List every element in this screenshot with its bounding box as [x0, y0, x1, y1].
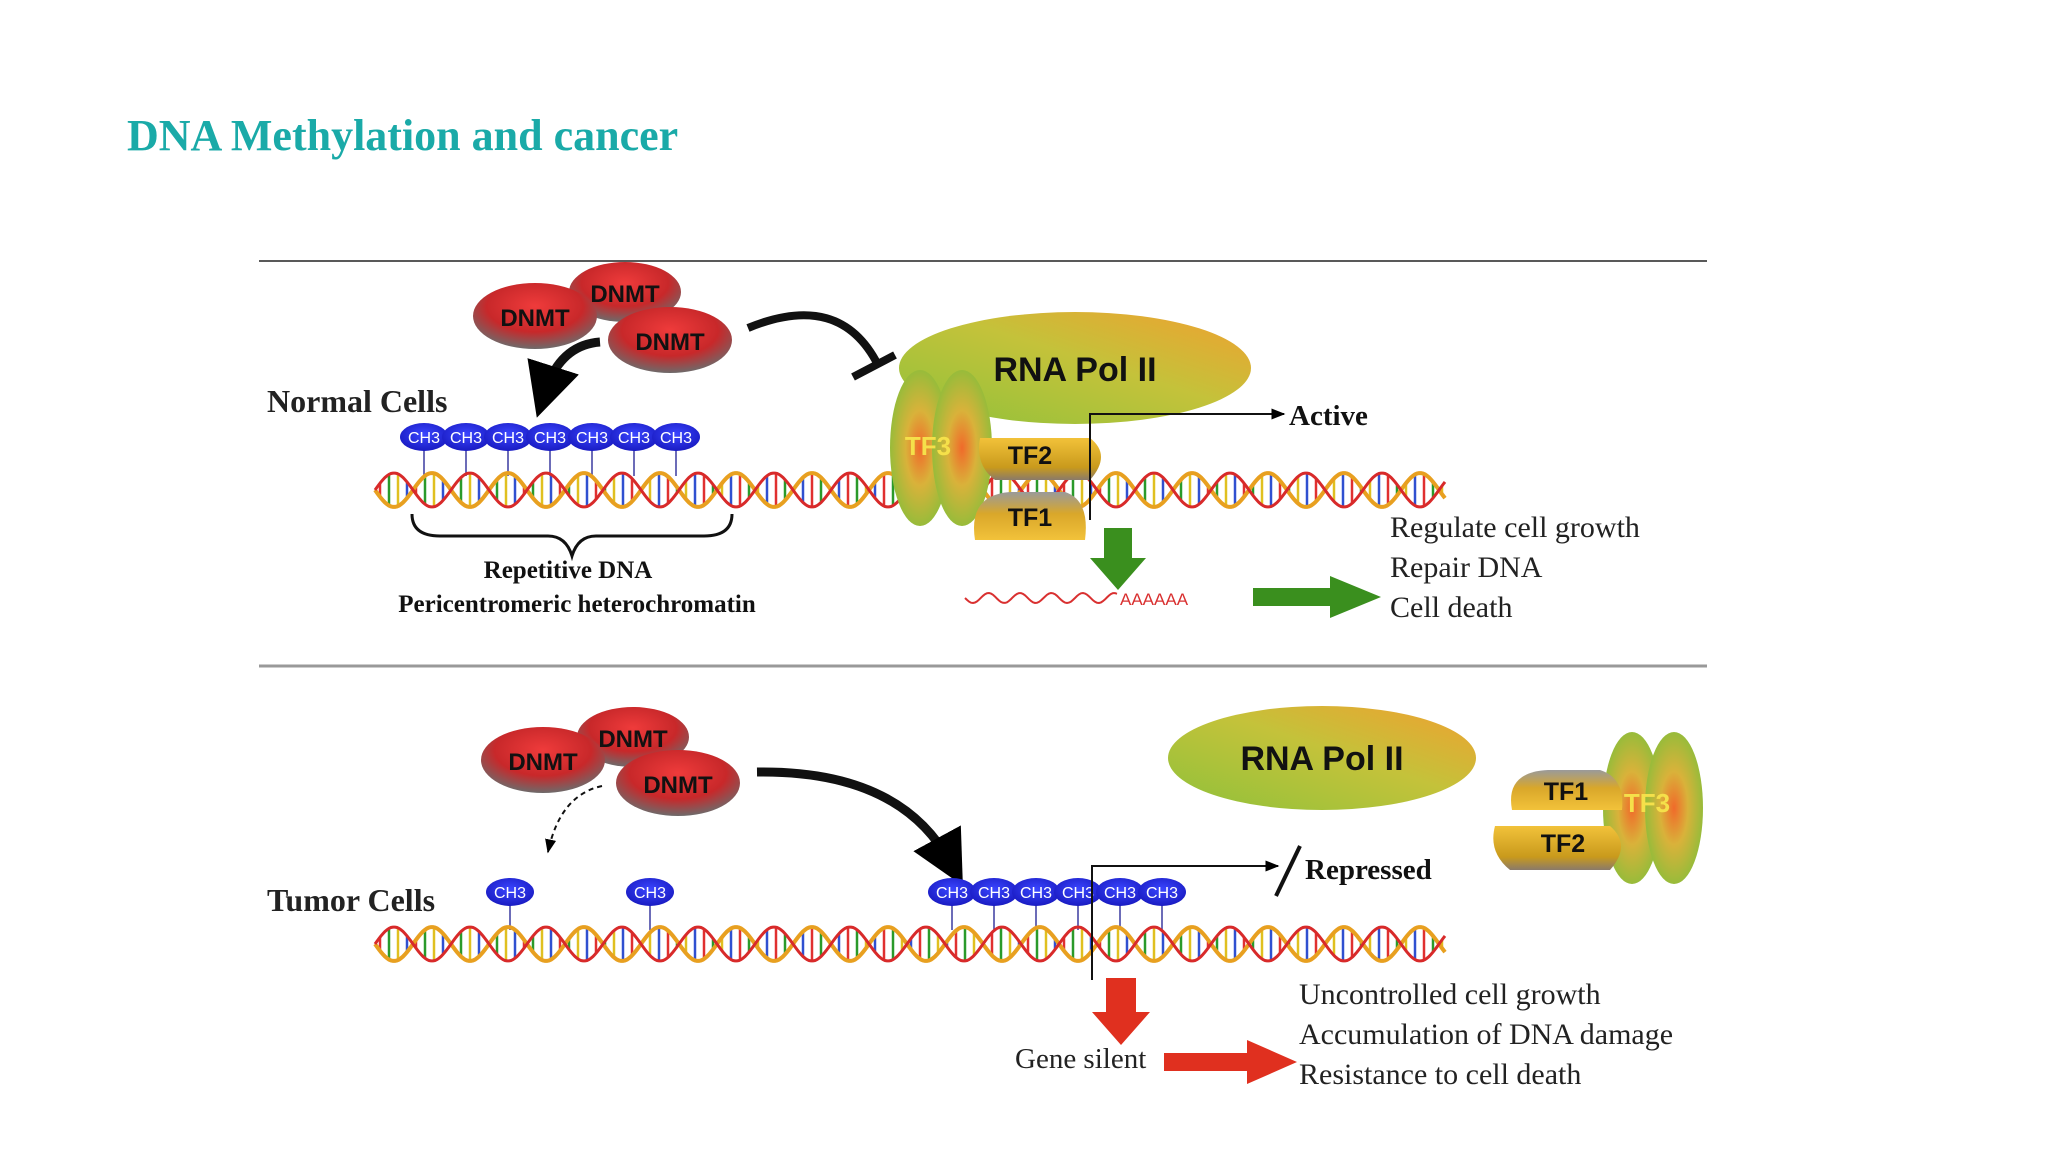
methyl-label: CH3	[936, 885, 968, 902]
tumor-cells-label: Tumor Cells	[267, 882, 435, 918]
tf1-label: TF1	[1544, 778, 1589, 806]
tf3-shape	[890, 370, 950, 526]
methyl-label: CH3	[1104, 885, 1136, 902]
tumor-methyl-promoter: CH3 CH3 CH3 CH3 CH3 CH3	[928, 878, 1186, 930]
methyl-label: CH3	[492, 430, 524, 447]
pericentromeric-label: Pericentromeric heterochromatin	[398, 591, 756, 618]
methyl-group	[1012, 878, 1060, 906]
methyl-label: CH3	[408, 430, 440, 447]
inhibition-bar	[851, 351, 897, 381]
repressed-transcription-arrow	[1091, 860, 1280, 980]
mrna-strand	[964, 591, 1118, 605]
rna-pol-ii-label: RNA Pol II	[1240, 740, 1403, 778]
repressed-label: Repressed	[1305, 854, 1432, 886]
methyl-group	[568, 423, 616, 451]
methyl-group	[610, 423, 658, 451]
dnmt-label: DNMT	[598, 726, 668, 753]
methyl-label: CH3	[660, 430, 692, 447]
methyl-group	[1138, 878, 1186, 906]
hypermethylation-arrow	[756, 767, 963, 886]
tumor-outcome: Uncontrolled cell growth	[1299, 978, 1601, 1011]
methyl-group	[1054, 878, 1102, 906]
slide-title: DNA Methylation and cancer	[127, 111, 679, 160]
tumor-outcome: Accumulation of DNA damage	[1299, 1018, 1673, 1051]
normal-cells-label: Normal Cells	[267, 383, 447, 419]
methyl-label: CH3	[534, 430, 566, 447]
methyl-label: CH3	[618, 430, 650, 447]
mrna-poly-a: AAAAAA	[1120, 590, 1189, 609]
tumor-outcome: Resistance to cell death	[1299, 1058, 1581, 1091]
dnmt-label: DNMT	[635, 329, 705, 356]
active-transcription-arrow	[1089, 408, 1286, 520]
tf3-label: TF3	[1624, 788, 1670, 818]
methyl-label: CH3	[1020, 885, 1052, 902]
tf3-label: TF3	[905, 431, 951, 461]
repressed-block-mark	[1274, 845, 1302, 897]
tf3-shape	[1645, 732, 1703, 884]
dnmt-label: DNMT	[508, 749, 578, 776]
dna-strand	[373, 925, 1447, 963]
methyl-group	[1096, 878, 1144, 906]
methyl-group	[970, 878, 1018, 906]
transcription-down-arrow	[1090, 528, 1146, 590]
methyl-label: CH3	[450, 430, 482, 447]
tf1-shape	[974, 492, 1086, 540]
rna-pol-ii	[899, 312, 1251, 424]
tf2-label: TF2	[1008, 442, 1052, 470]
dnmt-label: DNMT	[643, 772, 713, 799]
repetitive-dna-label: Repetitive DNA	[484, 557, 653, 584]
normal-methyl-row: CH3 CH3 CH3 CH3 CH3 CH3 CH3	[400, 423, 700, 476]
methyl-label: CH3	[494, 885, 526, 902]
tf3-shape	[932, 370, 992, 526]
methyl-label: CH3	[1146, 885, 1178, 902]
tumor-methyl-sparse: CH3 CH3	[486, 878, 674, 930]
methyl-group	[400, 423, 448, 451]
normal-dnmt-cluster: DNMT DNMT DNMT	[473, 262, 732, 373]
methyl-group	[442, 423, 490, 451]
methyl-label: CH3	[1062, 885, 1094, 902]
tumor-dnmt-cluster: DNMT DNMT DNMT	[481, 707, 740, 816]
methyl-label: CH3	[978, 885, 1010, 902]
rna-pol-ii-label: RNA Pol II	[993, 351, 1156, 389]
normal-outcome: Repair DNA	[1390, 551, 1543, 584]
inhibition-arrow	[746, 311, 882, 367]
tf2-shape	[979, 438, 1101, 480]
tf2-label: TF2	[1541, 830, 1585, 858]
methyl-group	[486, 878, 534, 906]
active-label: Active	[1289, 400, 1368, 432]
dnmt-label: DNMT	[500, 305, 570, 332]
tf2-shape	[1493, 826, 1621, 870]
methylation-arrow	[527, 337, 601, 418]
tf1-shape	[1511, 770, 1623, 810]
normal-outcome-arrow	[1253, 576, 1381, 618]
dnmt-label: DNMT	[590, 281, 660, 308]
normal-outcome: Cell death	[1390, 591, 1512, 624]
methyl-label: CH3	[576, 430, 608, 447]
dna-strand	[373, 925, 1447, 963]
normal-outcome: Regulate cell growth	[1390, 511, 1640, 544]
tumor-outcome-arrow	[1164, 1040, 1297, 1084]
methyl-group	[484, 423, 532, 451]
methyl-group	[526, 423, 574, 451]
methyl-group	[652, 423, 700, 451]
methyl-group	[626, 878, 674, 906]
tumor-dna-helix	[373, 925, 1447, 963]
methyl-group	[928, 878, 976, 906]
methyl-label: CH3	[634, 885, 666, 902]
hypomethylation-arrow	[545, 785, 603, 854]
repetitive-brace	[410, 513, 734, 562]
rna-pol-ii	[1168, 706, 1476, 810]
tf1-label: TF1	[1008, 504, 1053, 532]
gene-silent-down-arrow	[1092, 978, 1150, 1045]
gene-silent-label: Gene silent	[1015, 1043, 1146, 1075]
